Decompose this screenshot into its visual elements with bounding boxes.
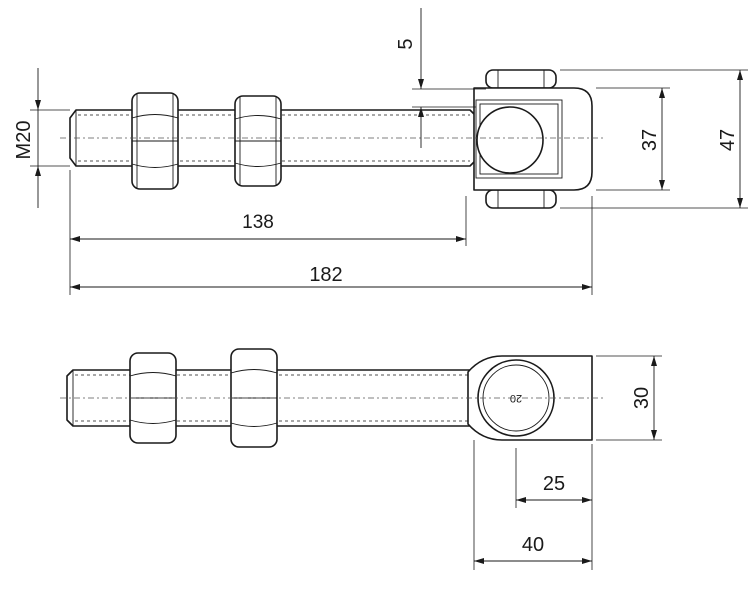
eye-plan [467, 355, 593, 441]
label-shank-length: 138 [242, 212, 274, 233]
hex-nut-2 [234, 95, 282, 187]
dimension-m20: M20 [13, 68, 70, 208]
hex-nut-1 [131, 92, 179, 190]
top-view [60, 69, 605, 209]
label-eye-width: 30 [631, 387, 653, 409]
dimension-47: 47 [560, 69, 748, 209]
label-eye-length: 40 [522, 534, 544, 556]
dimension-30: 30 [596, 355, 662, 441]
label-thread: M20 [13, 121, 35, 160]
dimension-5: 5 [395, 8, 486, 148]
label-eye-outer-height: 47 [717, 129, 739, 151]
dimension-182: 182 [70, 196, 593, 295]
label-overall-length: 182 [309, 264, 342, 286]
dimension-40: 40 [473, 440, 592, 570]
dimension-25: 25 [515, 444, 593, 570]
dimension-37: 37 [596, 87, 670, 191]
eye-bearing [473, 69, 593, 209]
label-eye-inner-height: 37 [639, 129, 661, 151]
label-hole-offset: 25 [543, 473, 565, 495]
dimension-138: 138 [69, 170, 467, 295]
stamp-20: 20 [510, 392, 522, 404]
bottom-view: 20 [60, 348, 604, 448]
label-offset: 5 [395, 38, 417, 49]
